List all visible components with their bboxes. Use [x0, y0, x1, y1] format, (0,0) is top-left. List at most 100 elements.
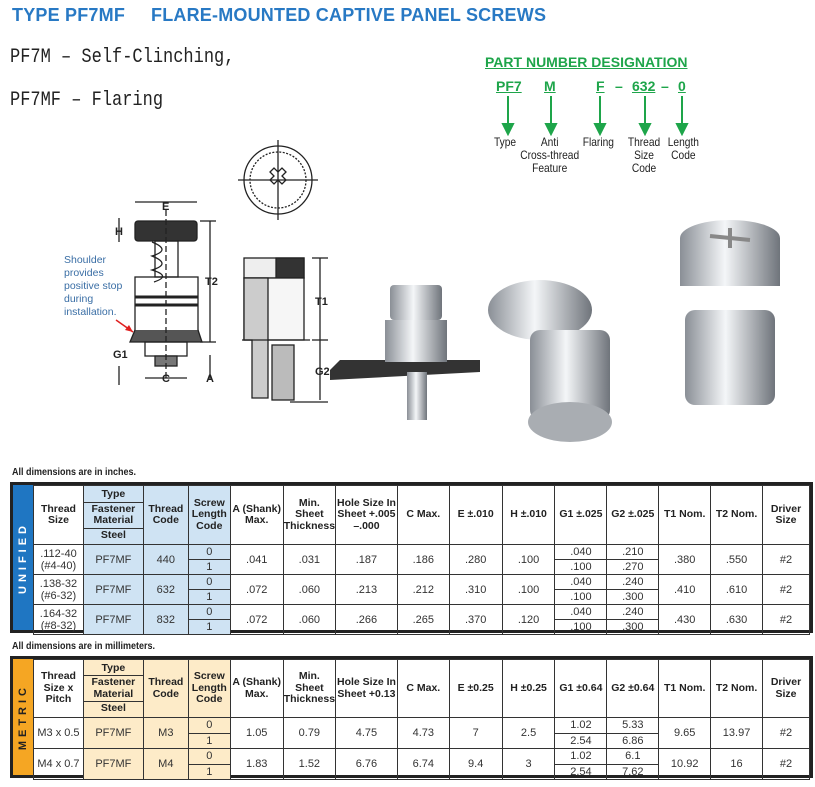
label-length: Length Code — [667, 135, 699, 162]
cell-g2: 6.1 — [606, 748, 660, 765]
header-type-part: Fastener Material — [83, 676, 143, 702]
header-cell: H ±.010 — [501, 485, 556, 545]
thread-size-alt: (#6-32) — [40, 589, 77, 602]
cell-length-code: 0 — [187, 717, 231, 734]
part-number-designation: PART NUMBER DESIGNATION PF7 M F – 632 – … — [485, 54, 705, 175]
cell-a: 1.83 — [229, 748, 284, 780]
header-cell: E ±.010 — [448, 485, 503, 545]
cell-t1: .380 — [658, 544, 712, 575]
dim-t1: T1 — [315, 296, 328, 308]
cell-thread-size: .164-32(#8-32) — [33, 604, 84, 635]
label-type: Type — [493, 135, 517, 149]
header-cell: H ±0.25 — [501, 659, 556, 718]
intro-line-1: PF7M – Self-Clinching, — [10, 46, 235, 69]
thread-size: M4 x 0.7 — [37, 758, 80, 770]
cell-thread-code: 632 — [142, 574, 189, 605]
header-cell: Min. Sheet Thickness — [282, 659, 337, 718]
label-flaring: Flaring — [582, 135, 614, 149]
header-cell: G1 ±.025 — [554, 485, 608, 545]
header-cell: Driver Size — [761, 485, 811, 545]
header-cell: Min. Sheet Thickness — [282, 485, 337, 545]
header-cell: T2 Nom. — [710, 659, 763, 718]
thread-size-alt: (#8-32) — [40, 619, 77, 632]
cell-e: .280 — [448, 544, 503, 575]
header-type-part: Steel — [100, 528, 126, 541]
cell-thread-size: .112-40(#4-40) — [33, 544, 84, 575]
header-cell: T1 Nom. — [658, 659, 712, 718]
dim-h: H — [115, 226, 123, 238]
header-cell: Hole Size In Sheet +.005 –.000 — [335, 485, 398, 545]
cell-length-code: 0 — [187, 574, 231, 590]
cell-a: .072 — [229, 604, 284, 635]
cell-g1: 2.54 — [554, 732, 608, 749]
cell-hole: .213 — [335, 574, 398, 605]
cell-min: 0.79 — [282, 717, 337, 749]
cell-type: PF7MF — [82, 604, 144, 635]
dim-g1: G1 — [113, 349, 128, 361]
header-type-part: Steel — [100, 702, 126, 714]
header-cell: A (Shank) Max. — [229, 485, 284, 545]
cell-thread-size: M4 x 0.7 — [33, 748, 84, 780]
cell-h: 3 — [501, 748, 556, 780]
header-cell: Driver Size — [761, 659, 811, 718]
header-cell: Thread Size — [33, 485, 84, 545]
technical-drawing: E H T2 T1 G1 G2 C A — [113, 140, 330, 403]
cell-min: .060 — [282, 604, 337, 635]
cell-length-code: 1 — [187, 763, 231, 780]
code-anti-cross: M — [544, 78, 556, 94]
dim-t2: T2 — [205, 276, 218, 288]
cell-t2: .630 — [710, 604, 763, 635]
cell-g2: .210 — [606, 544, 660, 560]
cell-h: .120 — [501, 604, 556, 635]
cell-h: .100 — [501, 544, 556, 575]
product-photos — [330, 220, 780, 442]
cell-t2: .550 — [710, 544, 763, 575]
cell-c: .265 — [396, 604, 450, 635]
code-flaring: F — [596, 78, 605, 94]
table-row-sub: 1.100.300 — [34, 589, 810, 605]
cell-type: PF7MF — [82, 717, 144, 749]
cell-t2: 13.97 — [710, 717, 763, 749]
cell-hole: .266 — [335, 604, 398, 635]
unified-band: UNIFIED — [13, 485, 33, 630]
cell-length-code: 1 — [187, 559, 231, 575]
header-type-part: Type — [83, 662, 143, 676]
dim-a: A — [206, 373, 214, 385]
dash: – — [661, 78, 669, 94]
cell-hole: 6.76 — [335, 748, 398, 780]
cell-type: PF7MF — [82, 748, 144, 780]
cell-h: 2.5 — [501, 717, 556, 749]
cell-a: .072 — [229, 574, 284, 605]
header-cell: T2 Nom. — [710, 485, 763, 545]
cell-g1: 2.54 — [554, 763, 608, 780]
cell-g2: .300 — [606, 619, 660, 635]
cell-g1: .100 — [554, 559, 608, 575]
label-thread-size: Thread Size Code — [627, 135, 661, 175]
header-cell: Thread Code — [142, 485, 189, 545]
designation-title: PART NUMBER DESIGNATION — [485, 54, 688, 70]
header-cell: A (Shank) Max. — [229, 659, 284, 718]
cell-c: .212 — [396, 574, 450, 605]
dim-c: C — [162, 373, 170, 385]
header-cell: Screw Length Code — [187, 659, 231, 718]
cell-g1: 1.02 — [554, 717, 608, 734]
unified-band-label: UNIFIED — [17, 521, 29, 594]
thread-size-alt: (#4-40) — [40, 559, 77, 572]
intro-line-2: PF7MF – Flaring — [10, 89, 164, 112]
cell-length-code: 0 — [187, 748, 231, 765]
cell-g1: .100 — [554, 589, 608, 605]
cell-length-code: 0 — [187, 604, 231, 620]
dash: – — [615, 78, 623, 94]
cell-a: .041 — [229, 544, 284, 575]
cell-length-code: 0 — [187, 544, 231, 560]
metric-band-label: METRIC — [17, 683, 29, 751]
cell-g2: .240 — [606, 574, 660, 590]
cell-t2: .610 — [710, 574, 763, 605]
